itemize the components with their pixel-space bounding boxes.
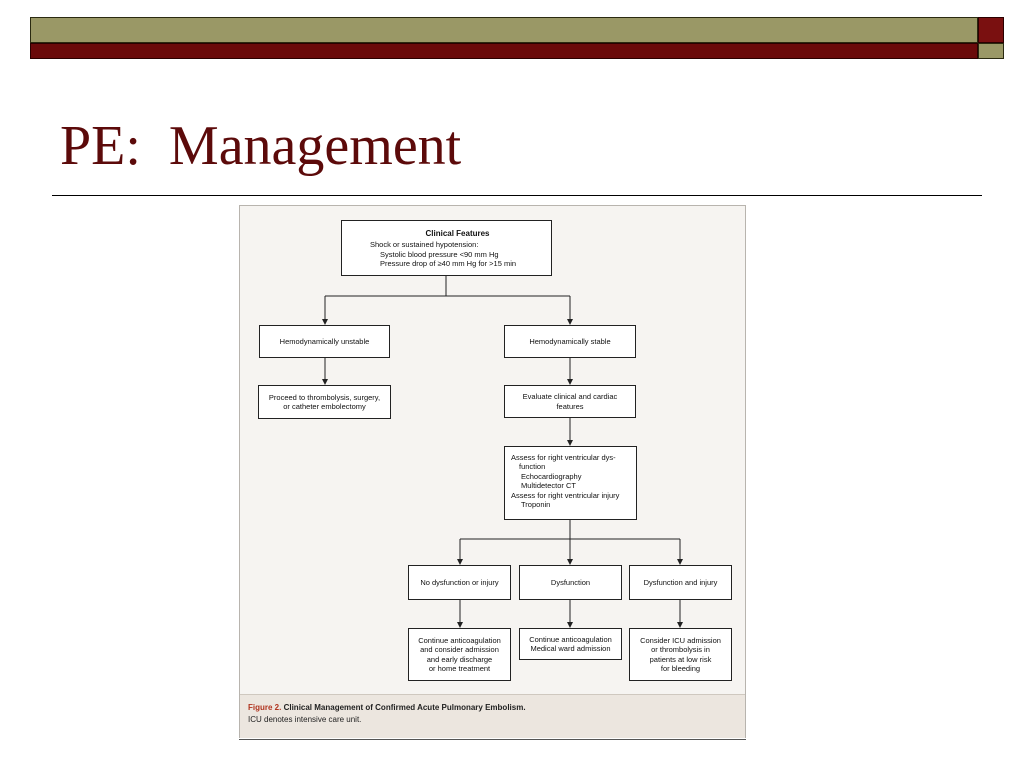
outcome-mid-line2: Medical ward admission — [530, 644, 611, 653]
slide-title: PE: Management — [60, 115, 462, 177]
dysfunction-injury-label: Dysfunction and injury — [643, 577, 718, 587]
unstable-label: Hemodynamically unstable — [279, 336, 370, 346]
node-outcome-left: Continue anticoagulation and consider ad… — [408, 628, 511, 681]
node-no-dysfunction: No dysfunction or injury — [408, 565, 511, 600]
stable-label: Hemodynamically stable — [529, 336, 611, 346]
assess-line1: Assess for right ventricular dys- — [511, 453, 616, 462]
header-bar-olive — [30, 17, 978, 43]
node-hemodynamically-unstable: Hemodynamically unstable — [259, 325, 390, 358]
assess-line6: Troponin — [521, 500, 551, 510]
clinical-features-heading: Clinical Features — [425, 229, 490, 238]
node-dysfunction-injury: Dysfunction and injury — [629, 565, 732, 600]
header-bar-maroon — [30, 43, 978, 59]
proceed-line1: Proceed to thrombolysis, surgery, — [268, 392, 381, 402]
node-dysfunction: Dysfunction — [519, 565, 622, 600]
assess-line2: function — [519, 462, 546, 472]
header-corner-olive — [978, 43, 1004, 59]
caption-note: ICU denotes intensive care unit. — [248, 715, 362, 724]
outcome-right-line1: Consider ICU admission — [640, 635, 721, 645]
flowchart-connectors — [322, 276, 683, 628]
evaluate-line1: Evaluate clinical and cardiac — [522, 392, 618, 402]
node-assess-rv: Assess for right ventricular dys- functi… — [504, 446, 637, 520]
node-evaluate-features: Evaluate clinical and cardiac features — [504, 385, 636, 418]
dysfunction-label: Dysfunction — [550, 577, 591, 587]
title-divider — [52, 195, 982, 196]
node-hemodynamically-stable: Hemodynamically stable — [504, 325, 636, 358]
clinical-features-line1: Shock or sustained hypotension: — [370, 240, 479, 250]
outcome-left-line4: or home treatment — [428, 663, 491, 673]
flowchart-figure: Clinical Features Shock or sustained hyp… — [239, 205, 746, 738]
outcome-right-line3: patients at low risk — [649, 654, 712, 664]
clinical-features-line2: Systolic blood pressure <90 mm Hg — [380, 249, 499, 259]
outcome-left-line1: Continue anticoagulation — [418, 635, 501, 645]
node-outcome-mid: Continue anticoagulation Medical ward ad… — [519, 628, 622, 660]
outcome-mid-line1: Continue anticoagulation — [529, 634, 612, 644]
figure-caption: Figure 2. Clinical Management of Confirm… — [240, 694, 745, 738]
evaluate-line2: features — [556, 401, 584, 411]
node-clinical-features: Clinical Features Shock or sustained hyp… — [341, 220, 552, 276]
caption-label: Figure 2. — [248, 703, 282, 712]
node-proceed-thrombolysis: Proceed to thrombolysis, surgery, or cat… — [258, 385, 391, 419]
assess-line4: Multidetector CT — [521, 481, 577, 491]
no-dysfunction-label: No dysfunction or injury — [420, 577, 499, 587]
clinical-features-line3: Pressure drop of ≥40 mm Hg for >15 min — [380, 259, 517, 269]
assess-line5: Assess for right ventricular injury — [511, 490, 620, 500]
figure-bottom-line — [239, 739, 746, 740]
assess-line3: Echocardiography — [521, 471, 582, 481]
outcome-left-line2: and consider admission — [420, 645, 499, 655]
outcome-right-line2: or thrombolysis in — [651, 645, 710, 655]
header-corner-maroon — [978, 17, 1004, 43]
outcome-left-line3: and early discharge — [426, 654, 493, 664]
proceed-line2: or catheter embolectomy — [283, 402, 366, 411]
outcome-right-line4: for bleeding — [660, 663, 701, 673]
caption-title: Clinical Management of Confirmed Acute P… — [283, 703, 526, 712]
node-outcome-right: Consider ICU admission or thrombolysis i… — [629, 628, 732, 681]
